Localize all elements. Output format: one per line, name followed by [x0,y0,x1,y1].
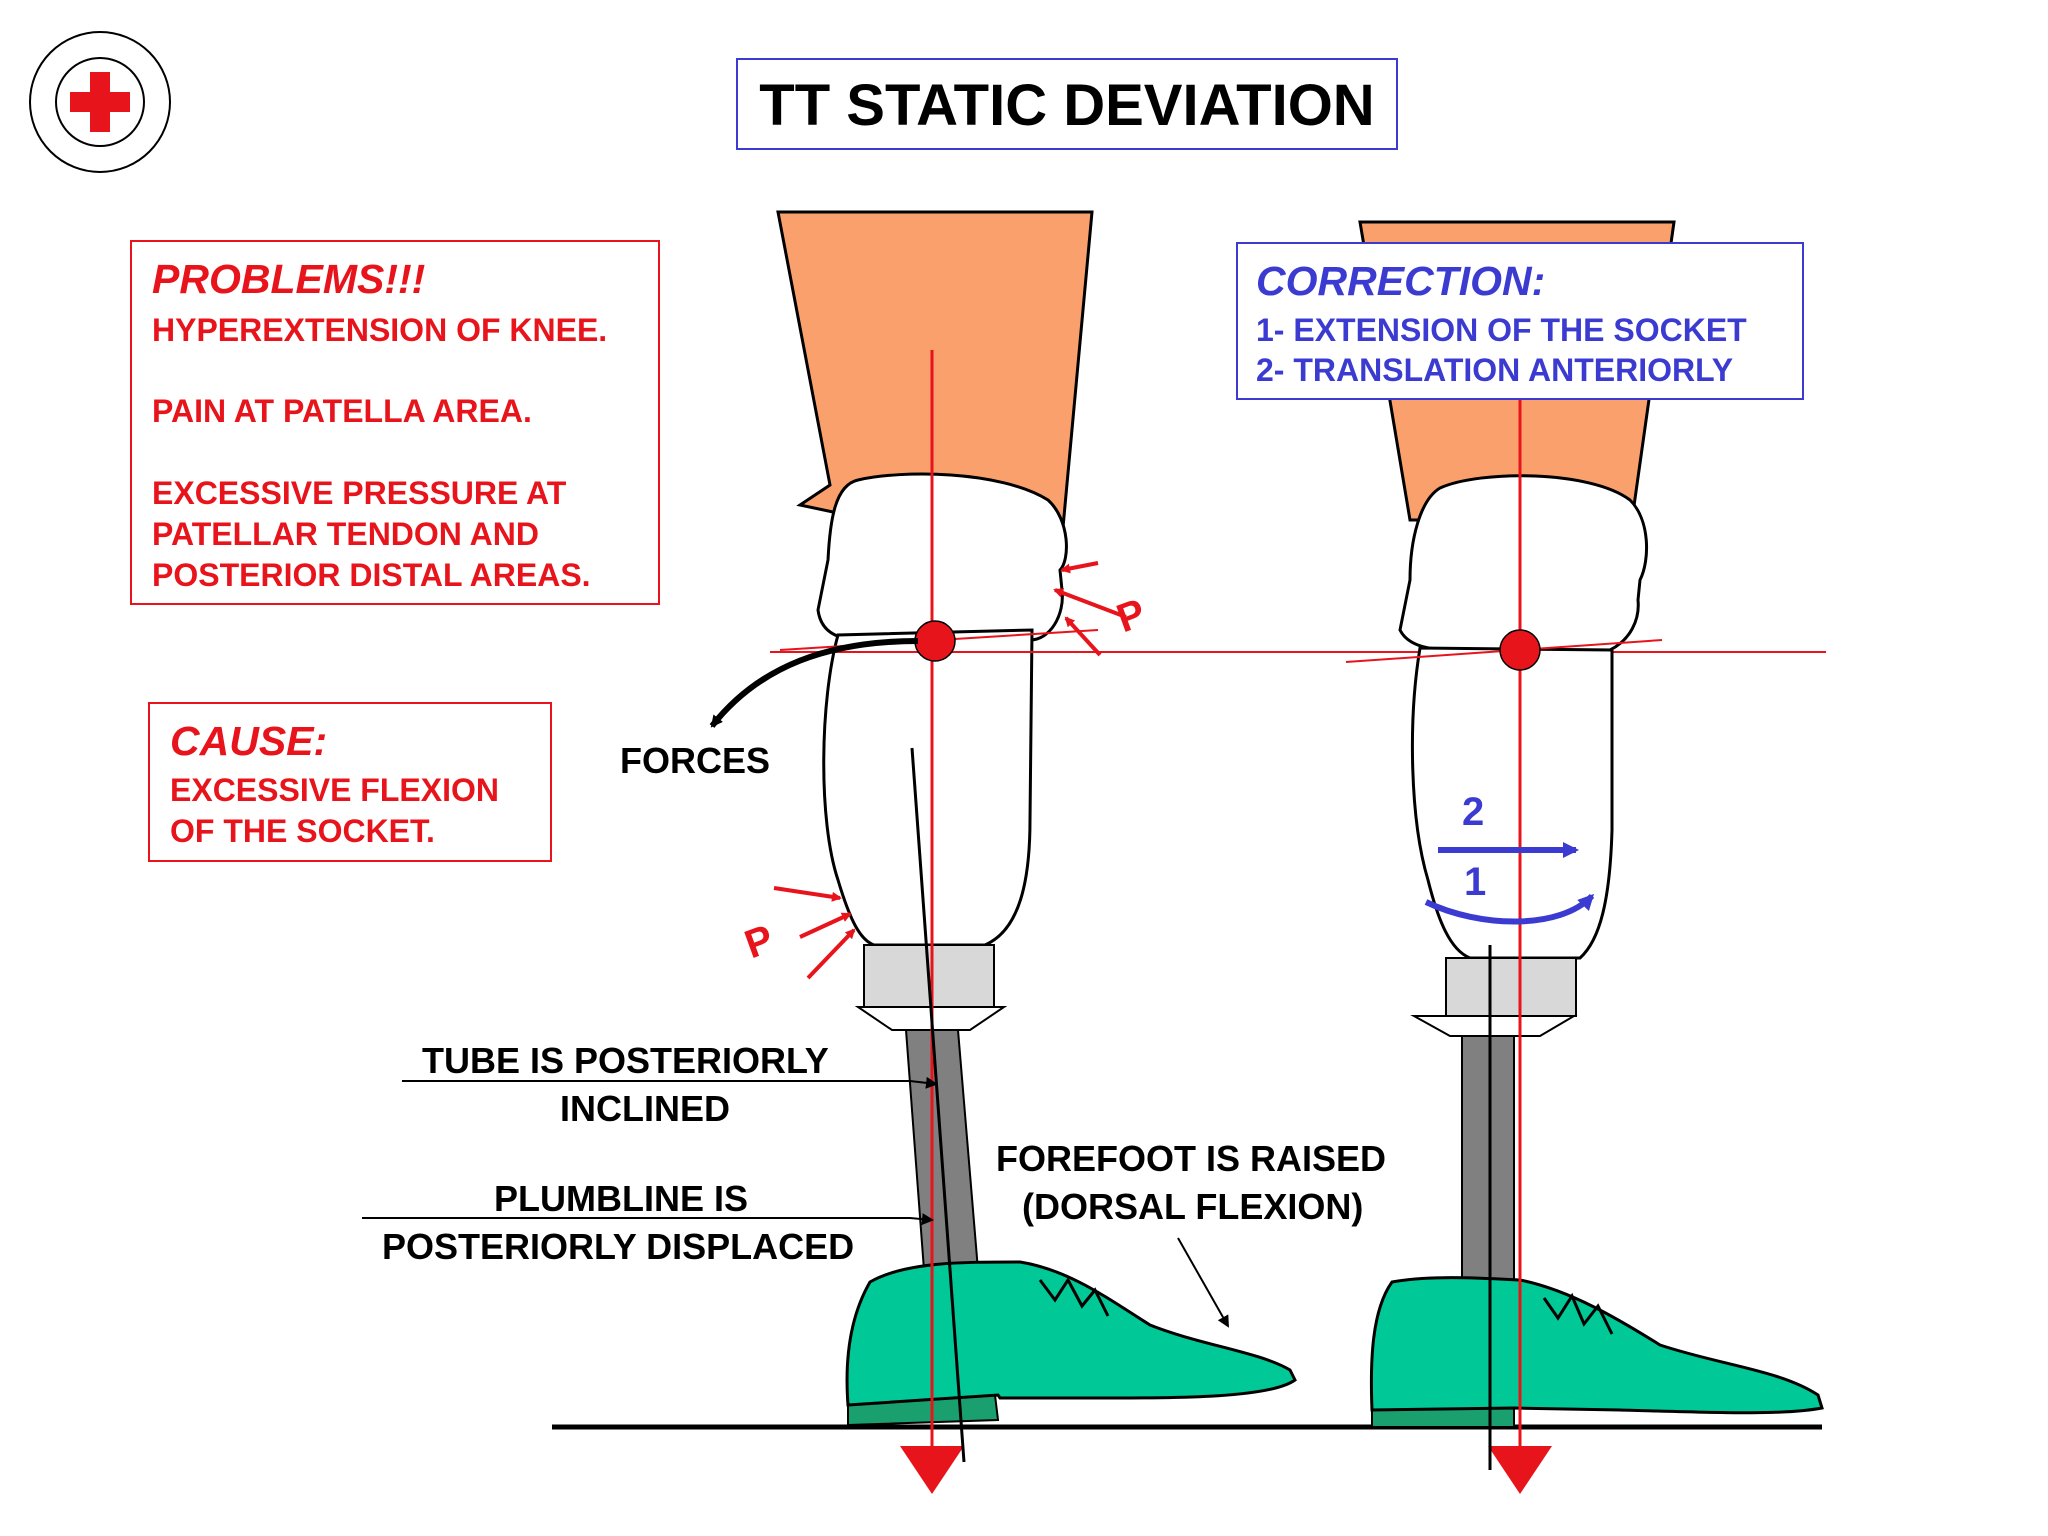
right-prosthesis [1358,220,1824,1428]
forefoot-callout-arrow [1177,1237,1229,1328]
right-pyramid-adapter [1410,1015,1578,1037]
right-socket-adapter [1445,957,1577,1017]
cause-line-2: OF THE SOCKET. [170,813,435,849]
problems-heading: PROBLEMS!!! [152,256,426,302]
right-knee-center [1499,629,1541,671]
right-shoe [1369,1276,1824,1415]
cause-heading: CAUSE: [170,718,328,764]
left-socket [822,628,1034,947]
tube-label-line-2: INCLINED [560,1088,730,1129]
left-knee-socket-top [816,472,1068,642]
tube-callout-line [402,1076,938,1089]
problems-box [130,240,660,605]
red-cross-icon [70,72,130,132]
cause-box [148,702,552,862]
lower-pressure-arrows [773,886,856,980]
correction-box [1236,242,1804,400]
correction-line-2: 2- TRANSLATION ANTERIORLY [1256,352,1734,388]
correction-arrow-1 [1424,893,1595,925]
icrc-logo [29,31,171,173]
left-knee-center [914,620,956,662]
plumbline-callout-line [362,1213,934,1226]
forefoot-label-line-2: (DORSAL FLEXION) [1022,1186,1364,1227]
left-plumbline-arrowhead [900,1446,964,1494]
right-socket [1410,646,1614,960]
upper-pressure-arrows [1053,561,1127,657]
plumbline-label-line-1: PLUMBLINE IS [494,1178,749,1219]
left-tube-axis-line [910,747,966,1463]
left-shoe [845,1260,1297,1407]
problems-line-5: POSTERIOR DISTAL AREAS. [152,557,591,593]
problems-line-2: PAIN AT PATELLA AREA. [152,393,532,429]
right-pylon-tube [1461,1035,1515,1287]
left-shoe-laces [1038,1277,1110,1317]
correction-step-2-label: 2 [1462,790,1485,834]
title-box [736,58,1398,150]
right-shoe-laces [1542,1292,1614,1335]
problems-line-4: PATELLAR TENDON AND [152,516,539,552]
forces-label: FORCES [620,740,771,781]
problems-line-3: EXCESSIVE PRESSURE AT [152,475,567,511]
problems-line-1: HYPEREXTENSION OF KNEE. [152,312,608,348]
left-prosthesis [776,210,1297,1427]
cause-line-1: EXCESSIVE FLEXION [170,772,499,808]
right-knee-socket-top [1398,474,1649,652]
tube-label-line-1: TUBE IS POSTERIORLY [422,1040,829,1081]
forefoot-label-line-1: FOREFOOT IS RAISED [996,1138,1387,1179]
plumbline-label-line-2: POSTERIORLY DISPLACED [382,1226,855,1267]
correction-step-1-label: 1 [1464,860,1487,904]
correction-heading: CORRECTION: [1256,258,1546,304]
right-plumbline-arrowhead [1488,1446,1552,1494]
correction-line-1: 1- EXTENSION OF THE SOCKET [1256,312,1747,348]
page-title: TT STATIC DEVIATION [759,73,1375,138]
forces-arrow [709,638,919,728]
